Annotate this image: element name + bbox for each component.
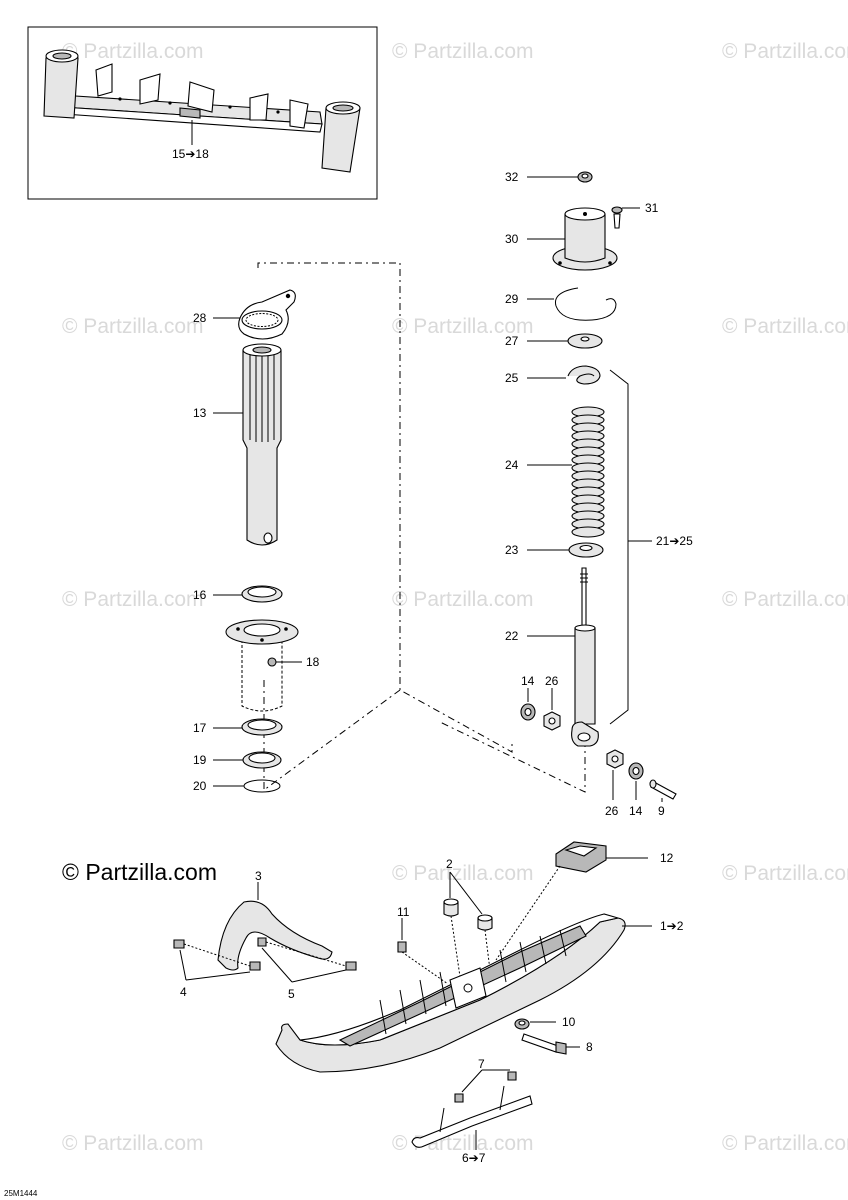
watermark: © Partzilla.com <box>722 315 848 338</box>
callout-11: 11 <box>397 905 410 919</box>
callout-13: 13 <box>193 406 207 420</box>
callout-18: 18 <box>306 655 320 669</box>
shock-absorber-assembly: 32 31 30 29 27 25 <box>505 170 693 818</box>
callout-29: 29 <box>505 292 519 306</box>
callout-28: 28 <box>193 311 207 325</box>
callout-2: 2 <box>446 857 453 871</box>
watermark: © Partzilla.com <box>392 40 534 63</box>
watermark: © Partzilla.com <box>392 315 534 338</box>
watermark: © Partzilla.com <box>62 1132 204 1155</box>
watermark-grid: © Partzilla.com © Partzilla.com © Partzi… <box>62 40 848 1155</box>
callout-4: 4 <box>180 985 187 999</box>
callout-14-right: 14 <box>629 804 643 818</box>
steering-column-assembly: 28 13 16 18 17 <box>193 289 320 793</box>
callout-3: 3 <box>255 869 262 883</box>
callout-14-left: 14 <box>521 674 535 688</box>
callout-25: 25 <box>505 371 519 385</box>
callout-16: 16 <box>193 588 207 602</box>
watermark: © Partzilla.com <box>722 588 848 611</box>
ski-assembly: © Partzilla.com 3 4 5 11 2 <box>62 841 684 1165</box>
watermark: © Partzilla.com <box>722 40 848 63</box>
callout-17: 17 <box>193 721 207 735</box>
callout-20: 20 <box>193 779 207 793</box>
callout-12: 12 <box>660 851 674 865</box>
callout-26-left: 26 <box>545 674 559 688</box>
callout-19: 19 <box>193 753 207 767</box>
callout-32: 32 <box>505 170 519 184</box>
callout-27: 27 <box>505 334 519 348</box>
watermark: © Partzilla.com <box>392 588 534 611</box>
callout-15-18: 15➔18 <box>172 147 209 161</box>
callout-24: 24 <box>505 458 519 472</box>
callout-7: 7 <box>478 1057 485 1071</box>
watermark: © Partzilla.com <box>62 40 204 63</box>
watermark: © Partzilla.com <box>62 315 204 338</box>
callout-31: 31 <box>645 201 659 215</box>
partzilla-credit: © Partzilla.com <box>62 859 217 885</box>
callout-22: 22 <box>505 629 519 643</box>
drawing-code: 25M1444 <box>4 1189 38 1198</box>
callout-6-7: 6➔7 <box>462 1151 486 1165</box>
watermark: © Partzilla.com <box>722 862 848 885</box>
watermark: © Partzilla.com <box>722 1132 848 1155</box>
coil-spring <box>571 406 605 538</box>
watermark: © Partzilla.com <box>62 588 204 611</box>
watermark: © Partzilla.com <box>392 862 534 885</box>
callout-21-25: 21➔25 <box>656 534 693 548</box>
callout-26-right: 26 <box>605 804 619 818</box>
callout-30: 30 <box>505 232 519 246</box>
inset-frame-view: 15➔18 <box>27 26 378 200</box>
callout-5: 5 <box>288 987 295 1001</box>
callout-23: 23 <box>505 543 519 557</box>
callout-10: 10 <box>562 1015 576 1029</box>
callout-1-2: 1➔2 <box>660 919 684 933</box>
callout-9: 9 <box>658 804 665 818</box>
callout-8: 8 <box>586 1040 593 1054</box>
